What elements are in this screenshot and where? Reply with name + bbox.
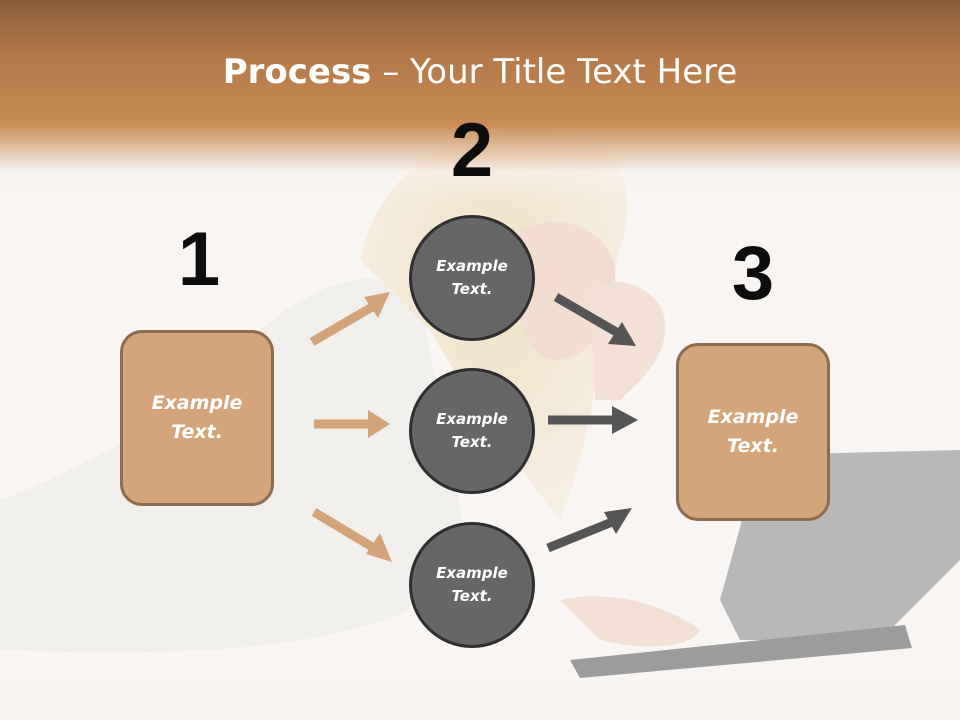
arrow-1-to-2c: [311, 508, 377, 552]
step-3-box: Example Text.: [676, 343, 830, 521]
step-2-circle-bottom-text: Example Text.: [436, 564, 508, 605]
step-2-circle-top-text: Example Text.: [436, 257, 508, 298]
arrowhead-2a-to-3: [608, 322, 636, 346]
arrowhead-1-to-2a: [364, 292, 390, 318]
title-bold: Process: [222, 52, 372, 92]
step-2-circle-middle: Example Text.: [409, 368, 535, 494]
slide-title: Process – Your Title Text Here: [0, 52, 960, 92]
arrowhead-1-to-2b: [368, 410, 390, 438]
step-2-circle-bottom: Example Text.: [409, 522, 535, 648]
title-bar: [0, 0, 960, 200]
step-1-text: Example Text.: [151, 392, 243, 443]
step-3-number: 3: [731, 231, 775, 316]
step-2-circle-middle-text: Example Text.: [436, 410, 508, 451]
arrowhead-2c-to-3: [604, 508, 632, 534]
step-1-number: 1: [177, 217, 221, 302]
arrow-1-to-2a: [309, 303, 375, 346]
arrow-2a-to-3: [553, 293, 621, 337]
arrow-2c-to-3: [546, 517, 614, 553]
step-2-circle-top: Example Text.: [409, 215, 535, 341]
arrowhead-1-to-2c: [366, 533, 392, 562]
arrowhead-2b-to-3: [612, 406, 638, 434]
step-1-box: Example Text.: [120, 330, 274, 506]
step-2-number: 2: [450, 108, 494, 193]
title-rest: – Your Title Text Here: [371, 52, 738, 92]
step-3-text: Example Text.: [707, 406, 799, 457]
